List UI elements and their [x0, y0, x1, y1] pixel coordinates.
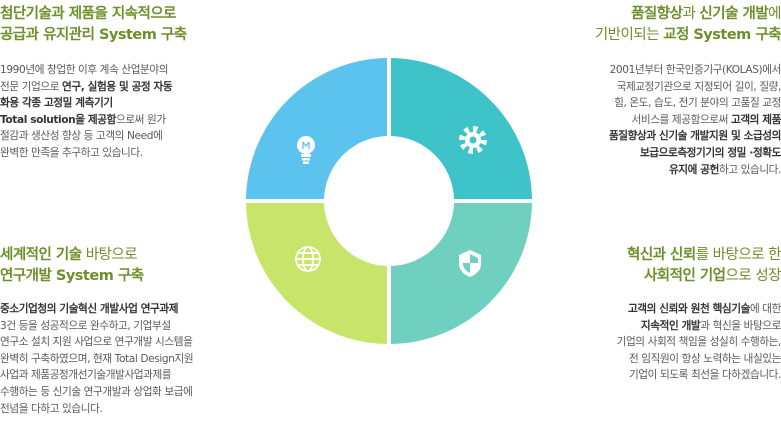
bottom-right-title-text: 를 바탕으로 한 — [695, 247, 781, 263]
top-left-title-line2: 공급과 유지관리 System 구축 — [0, 27, 187, 43]
top-left-section: 첨단기술과 제품을 지속적으로 공급과 유지관리 System 구축 1990년… — [0, 4, 250, 162]
top-right-body: 2001년부터 한국인증기구(KOLAS)에서 국제교정기관으로 지정되어 길이… — [531, 62, 781, 178]
top-right-body-bold: 고객의 제품 — [730, 113, 781, 126]
ring-segment-bottom-left — [246, 203, 387, 344]
bottom-right-body-line: 기업의 사회적 책임을 성실히 수행하는, — [616, 336, 781, 349]
globe-icon — [295, 246, 321, 272]
bottom-right-title-bold: 사회적인 기업 — [643, 268, 726, 284]
lightbulb-icon — [297, 136, 315, 164]
bottom-left-body-line: 연구소 설치 지원 사업으로 연구개발 시스템을 — [0, 336, 193, 349]
top-right-body-bold: 품질향상과 신기술 개발지원 및 소급성의 — [608, 130, 781, 143]
top-right-body-line: 국제교정기관으로 지정되어 길이, 질량, — [616, 80, 781, 93]
top-left-body-line: 으로써 원가 — [115, 113, 166, 126]
top-right-title-bold: 신기술 개발 — [699, 6, 769, 22]
top-left-body-line: 전문 기업으로 — [0, 80, 63, 93]
top-right-body-bold: 유지에 공헌 — [668, 163, 719, 176]
bottom-left-title-text: 바탕으로 — [81, 247, 138, 263]
bottom-left-section: 세계적인 기술 바탕으로 연구개발 System 구축 중소기업청의 기술혁신 … — [0, 245, 275, 417]
ring-segment-bottom-right — [391, 203, 532, 344]
bottom-right-body-line: 기업이 되도록 최선을 다하겠습니다. — [628, 369, 781, 382]
top-left-body-bold: 화용 각종 고정밀 계측기기 — [0, 97, 113, 110]
bottom-right-body: 고객의 신뢰와 원천 핵심기술에 대한 지속적인 개발과 혁신을 바탕으로 기업… — [531, 301, 781, 384]
gear-icon — [459, 126, 487, 154]
bottom-right-body-bold: 고객의 신뢰와 원천 핵심기술 — [627, 303, 750, 315]
top-right-title-text: 기반이되는 — [594, 27, 664, 43]
top-left-body-bold: Total solution을 제공함 — [0, 113, 116, 126]
bottom-right-title-text: 으로 성장 — [725, 268, 781, 284]
top-right-body-line: 힘, 온도, 습도, 전기 분야의 고품질 교정 — [614, 97, 781, 110]
top-right-title-text: 과 — [682, 6, 700, 22]
bottom-right-body-line: 에 대한 — [749, 303, 781, 315]
bottom-left-body: 중소기업청의 기술혁신 개발사업 연구과제 3건 등을 성공적으로 완수하고, … — [0, 301, 275, 417]
top-left-body: 1990년에 창업한 이후 계속 산업분야의 전문 기업으로 연구, 실험용 및… — [0, 62, 250, 162]
top-left-body-line: 1990년에 창업한 이후 계속 산업분야의 — [0, 64, 169, 76]
top-left-body-line: 완벽한 만족을 추구하고 있습니다. — [0, 146, 143, 159]
bottom-right-title-bold: 혁신과 신뢰 — [626, 247, 696, 263]
top-right-body-line: 2001년부터 한국인증기구(KOLAS)에서 — [609, 64, 781, 76]
top-right-body-line: 서비스를 제공함으로써 — [631, 113, 731, 126]
bottom-right-title: 혁신과 신뢰를 바탕으로 한 사회적인 기업으로 성장 — [531, 245, 781, 287]
top-left-body-line: 절감과 생산성 향상 등 고객의 Need에 — [0, 130, 163, 143]
bottom-left-body-line: 사업과 제품공정개선기술개발사업과제를 — [0, 369, 172, 382]
top-left-title-line1: 첨단기술과 제품을 지속적으로 — [0, 6, 177, 22]
bottom-left-body-line: 완벽히 구축하였으며, 현재 Total Design지원 — [0, 352, 194, 365]
top-right-section: 품질향상과 신기술 개발에 기반이되는 교정 System 구축 2001년부터… — [531, 4, 781, 178]
bottom-left-body-line: 수행하는 등 신기술 연구개발과 상업화 보급에 — [0, 385, 193, 398]
bottom-left-title-bold: 연구개발 System 구축 — [0, 268, 144, 284]
bottom-right-body-line: 과 혁신을 바탕으로 — [700, 319, 781, 332]
top-left-body-bold: 연구, 실험용 및 공정 자동 — [62, 80, 173, 93]
bottom-left-body-bold: 중소기업청의 기술혁신 개발사업 연구과제 — [0, 303, 179, 315]
top-left-title: 첨단기술과 제품을 지속적으로 공급과 유지관리 System 구축 — [0, 4, 250, 46]
top-right-title-text: 에 — [768, 6, 781, 22]
ring-diagram — [246, 58, 532, 344]
top-right-body-line: 하고 있습니다. — [718, 163, 781, 176]
bottom-right-body-bold: 지속적인 개발 — [640, 319, 701, 332]
bottom-right-body-line: 전 임직원이 항상 노력하는 내실있는 — [628, 352, 781, 365]
top-right-body-bold: 보급으로측정기기의 정밀 ·정확도 — [639, 146, 781, 159]
bottom-left-title-bold: 세계적인 기술 — [0, 247, 82, 263]
top-right-title-bold: 교정 System 구축 — [663, 27, 781, 43]
top-right-title-bold: 품질향상 — [631, 6, 683, 22]
bottom-right-section: 혁신과 신뢰를 바탕으로 한 사회적인 기업으로 성장 고객의 신뢰와 원천 핵… — [531, 245, 781, 384]
top-right-title: 품질향상과 신기술 개발에 기반이되는 교정 System 구축 — [531, 4, 781, 46]
ring-segment-top-right — [391, 58, 532, 199]
bottom-left-body-line: 전념을 다하고 있습니다. — [0, 402, 103, 415]
bottom-left-title: 세계적인 기술 바탕으로 연구개발 System 구축 — [0, 245, 275, 287]
shield-icon — [459, 250, 481, 277]
bottom-left-body-line: 3건 등을 성공적으로 완수하고, 기업부설 — [0, 319, 171, 332]
ring-segment-top-left — [246, 58, 387, 199]
